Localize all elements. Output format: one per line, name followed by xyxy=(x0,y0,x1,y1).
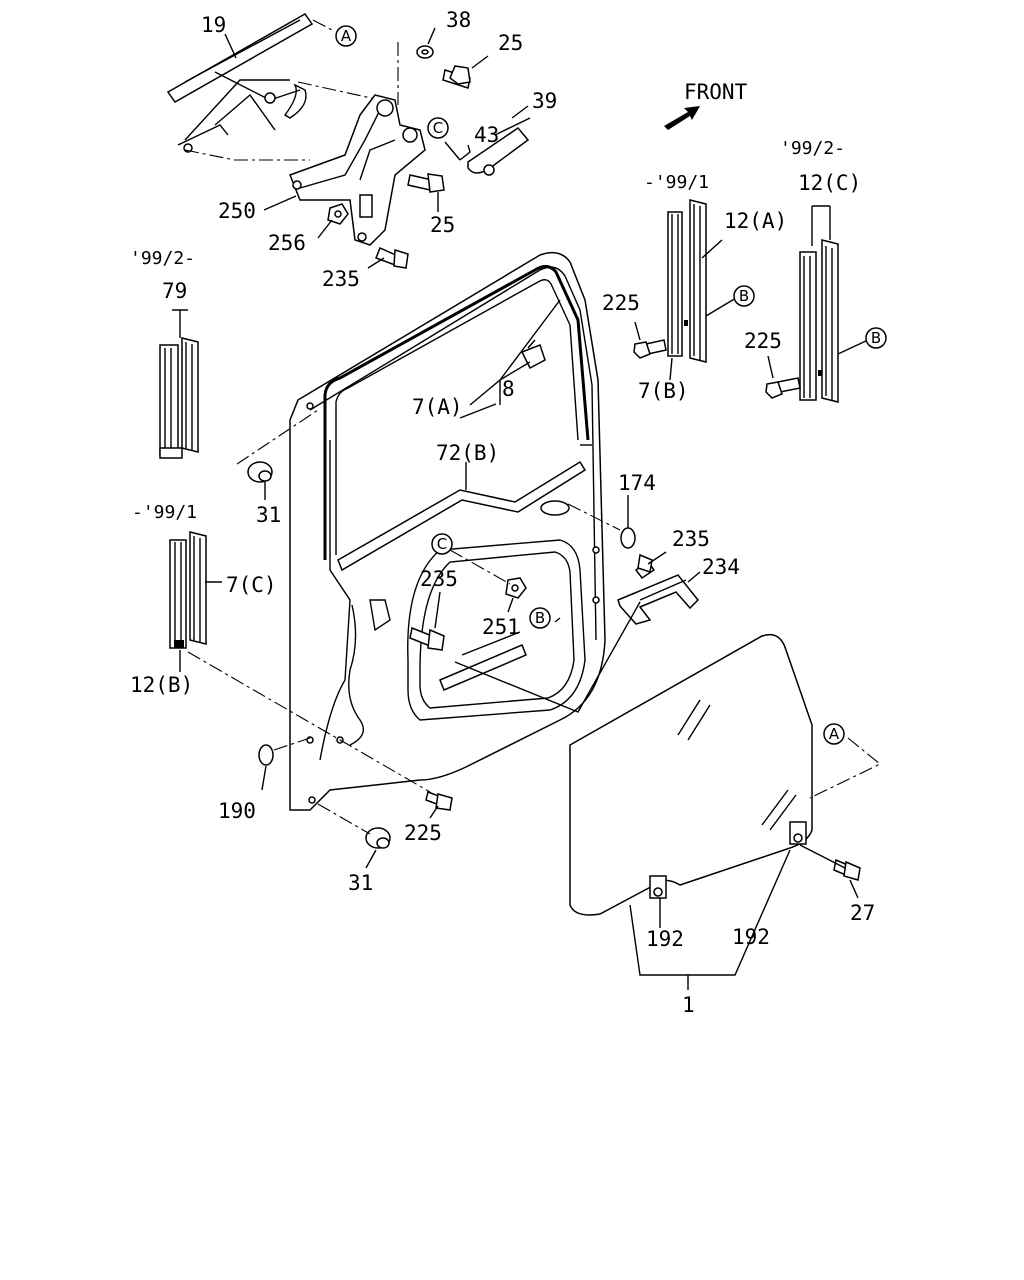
callout-12c: 12(C) xyxy=(798,171,861,195)
channel-7b-12a xyxy=(667,199,707,363)
washer-38 xyxy=(416,45,434,59)
bumper-31-a xyxy=(247,461,273,483)
callout-235-right: 235 xyxy=(672,527,710,551)
glass-run-7a xyxy=(323,265,592,560)
callout-192-right: 192 xyxy=(732,925,770,949)
ref-circle-a-top: A xyxy=(335,25,357,47)
channel-79 xyxy=(159,337,199,459)
ref-label: B xyxy=(535,609,545,627)
callout-27: 27 xyxy=(850,901,875,925)
callout-31-top: 31 xyxy=(256,503,281,527)
beltline-72b xyxy=(337,460,587,572)
door-glass xyxy=(569,633,813,916)
ref-circle-b-mid: B xyxy=(529,607,551,629)
date-note-12c: '99/2- xyxy=(780,138,845,159)
callout-174: 174 xyxy=(618,471,656,495)
callout-7a: 7(A) xyxy=(412,395,463,419)
plug-190 xyxy=(258,744,274,766)
callout-235-mid: 235 xyxy=(420,567,458,591)
callout-1: 1 xyxy=(682,993,695,1017)
leader-lines xyxy=(172,27,882,990)
bolt-25-mid xyxy=(407,173,445,193)
bolt-27 xyxy=(833,858,861,881)
callout-190: 190 xyxy=(218,799,256,823)
ref-label: C xyxy=(433,119,443,137)
clip-43-39 xyxy=(459,117,531,176)
date-note-79: '99/2- xyxy=(130,248,195,269)
ref-label: B xyxy=(739,287,749,305)
callout-39: 39 xyxy=(532,89,557,113)
regulator-bracket xyxy=(289,94,426,246)
callout-72b: 72(B) xyxy=(436,441,499,465)
bolt-235-mid xyxy=(409,626,445,651)
ref-label: B xyxy=(871,329,881,347)
callout-235-top: 235 xyxy=(322,267,360,291)
callout-12b: 12(B) xyxy=(130,673,193,697)
channel-7c-12b xyxy=(169,531,207,649)
ref-circle-c-top: C xyxy=(427,117,449,139)
date-note-7c: -'99/1 xyxy=(132,502,197,523)
bolt-225-r2 xyxy=(765,377,801,399)
door-inner-panel xyxy=(289,251,606,811)
callout-7c: 7(C) xyxy=(226,573,277,597)
channel-12c xyxy=(799,239,839,403)
callout-43: 43 xyxy=(474,123,499,147)
callout-19: 19 xyxy=(201,13,226,37)
callout-7b: 7(B) xyxy=(638,379,689,403)
callout-8: 8 xyxy=(502,377,515,401)
part-labels: FRONT 19 38 25 39 43 250 25 256 235 '99/… xyxy=(130,8,875,1017)
callout-25-mid: 25 xyxy=(430,213,455,237)
inner-rail xyxy=(439,631,527,691)
nut-251 xyxy=(505,577,527,599)
callout-225-bottom: 225 xyxy=(404,821,442,845)
bracket-234 xyxy=(617,574,700,625)
front-arrow-icon xyxy=(664,106,700,130)
clip-8 xyxy=(520,339,546,370)
callout-251: 251 xyxy=(482,615,520,639)
ref-circle-b-r2: B xyxy=(865,327,887,349)
ref-circle-b-r1: B xyxy=(733,285,755,307)
ref-circle-c-mid: C xyxy=(431,533,453,555)
ref-label: C xyxy=(437,535,447,553)
plug-174 xyxy=(620,527,636,549)
bolt-235-right xyxy=(634,553,656,580)
ref-circle-a-glass: A xyxy=(823,723,845,745)
callout-234: 234 xyxy=(702,555,740,579)
callout-12a: 12(A) xyxy=(724,209,787,233)
callout-79: 79 xyxy=(162,279,187,303)
front-label: FRONT xyxy=(684,80,748,104)
callout-38: 38 xyxy=(446,8,471,32)
callout-31-bottom: 31 xyxy=(348,871,373,895)
bolt-225-bottom xyxy=(425,791,453,811)
ref-label: A xyxy=(829,725,840,743)
callout-225-r2: 225 xyxy=(744,329,782,353)
ref-label: A xyxy=(341,27,352,45)
callout-250: 250 xyxy=(218,199,256,223)
bumper-31-b xyxy=(365,827,391,849)
date-note-12a: -'99/1 xyxy=(644,172,709,193)
callout-256: 256 xyxy=(268,231,306,255)
callout-225-r1: 225 xyxy=(602,291,640,315)
bolt-235-top xyxy=(375,246,409,269)
callout-25-top: 25 xyxy=(498,31,523,55)
nut-256 xyxy=(327,203,349,225)
callout-192-left: 192 xyxy=(646,927,684,951)
bolt-225-r1 xyxy=(633,339,667,359)
bolt-25-top xyxy=(442,65,471,89)
window-regulator xyxy=(166,13,381,161)
